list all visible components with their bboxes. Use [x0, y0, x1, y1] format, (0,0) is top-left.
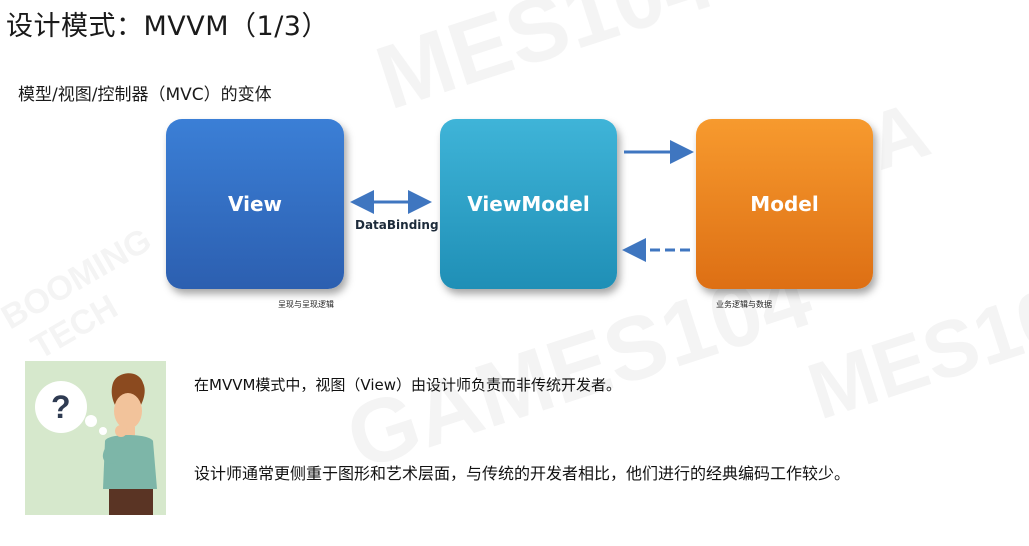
model-box: Model: [696, 119, 873, 289]
thinking-person-illustration: ?: [25, 361, 166, 515]
page-subtitle: 模型/视图/控制器（MVC）的变体: [18, 85, 272, 105]
databinding-label: DataBinding: [355, 218, 439, 232]
viewmodel-box: ViewModel: [440, 119, 617, 289]
model-label: Model: [750, 192, 819, 216]
page-title: 设计模式：MVVM（1/3）: [6, 11, 329, 42]
note-line-2: 设计师通常更侧重于图形和艺术层面，与传统的开发者相比，他们进行的经典编码工作较少…: [194, 464, 851, 483]
svg-text:?: ?: [51, 389, 71, 425]
view-box: View: [166, 119, 344, 289]
model-caption: 业务逻辑与数据: [716, 300, 772, 309]
viewmodel-label: ViewModel: [467, 192, 590, 216]
view-caption: 呈现与呈现逻辑: [278, 300, 334, 309]
view-label: View: [227, 192, 283, 216]
note-line-1: 在MVVM模式中，视图（View）由设计师负责而非传统开发者。: [194, 376, 622, 394]
